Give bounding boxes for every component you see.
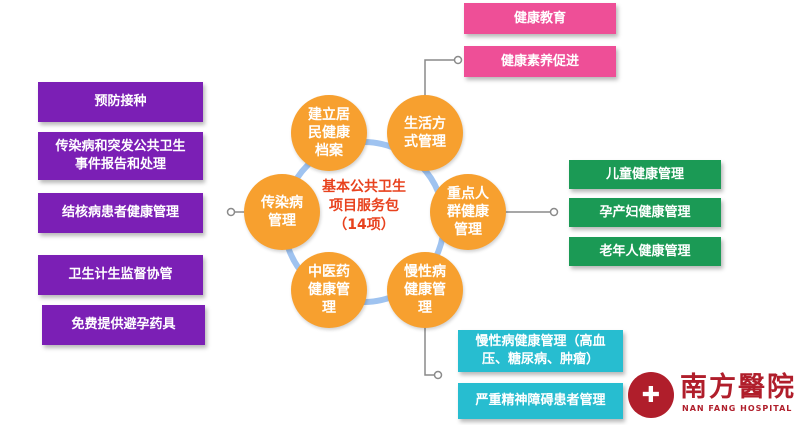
connector-left-dot: [226, 207, 236, 217]
node-lifestyle-management: 生活方 式管理: [387, 95, 463, 171]
right-box-maternal-health: 孕产妇健康管理: [569, 198, 721, 227]
node-infectious-disease-management: 传染病 管理: [244, 174, 320, 250]
connector-top-end: [453, 55, 463, 65]
top-box-health-literacy: 健康素养促进: [464, 46, 616, 77]
left-box-supervision: 卫生计生监督协管: [38, 255, 203, 295]
center-title: 基本公共卫生 项目服务包 （14项）: [322, 179, 406, 233]
left-box-infectious-disease-reporting: 传染病和突发公共卫生 事件报告和处理: [38, 132, 203, 180]
bottom-box-chronic-disease: 慢性病健康管理（高血 压、糖尿病、肿瘤）: [458, 330, 623, 372]
left-box-contraceptives: 免费提供避孕药具: [42, 305, 205, 345]
right-box-child-health: 儿童健康管理: [569, 160, 721, 189]
connector-top: [424, 59, 462, 100]
connector-bottom-dot: [433, 370, 443, 380]
bottom-box-mental-disorder: 严重精神障碍患者管理: [458, 383, 623, 419]
left-box-tuberculosis: 结核病患者健康管理: [38, 193, 203, 233]
node-chronic-disease-management: 慢性病 健康管 理: [387, 252, 463, 328]
hospital-logo: ✚ 南方醫院 NAN FANG HOSPITAL: [628, 370, 796, 420]
node-health-records: 建立居 民健康 档案: [291, 95, 367, 171]
hospital-name: 南方醫院: [680, 372, 796, 403]
node-tcm-management: 中医药 健康管 理: [291, 252, 367, 328]
right-box-elderly-health: 老年人健康管理: [569, 237, 721, 266]
node-key-population-management: 重点人 群健康 管理: [430, 174, 506, 250]
hospital-english-name: NAN FANG HOSPITAL: [682, 404, 793, 413]
connector-bottom: [424, 325, 438, 376]
left-box-immunization: 预防接种: [38, 82, 203, 122]
top-box-health-education: 健康教育: [464, 3, 616, 34]
hospital-emblem-icon: ✚: [628, 372, 674, 418]
connector-right-dot: [549, 207, 559, 217]
